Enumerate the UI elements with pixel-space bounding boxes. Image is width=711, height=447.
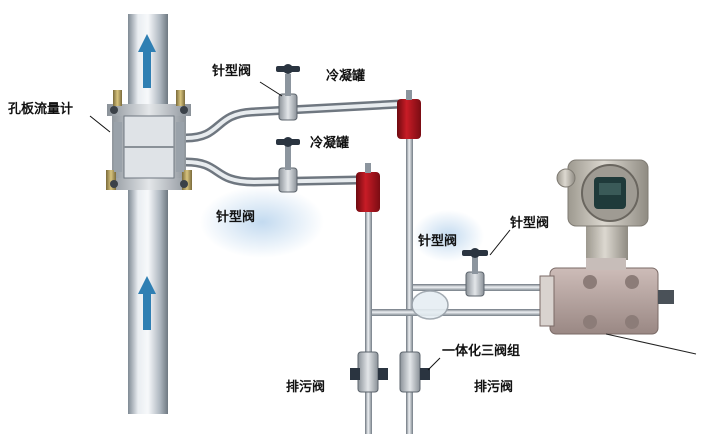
haze-right [412, 210, 484, 262]
impulse-tube-right [406, 139, 413, 434]
label-three-valve-manifold: 一体化三阀组 [442, 344, 521, 359]
label-condenser-upper: 冷凝罐 [326, 69, 366, 84]
label-orifice-flowmeter: 孔板流量计 [8, 102, 74, 117]
sight-glass [411, 290, 449, 320]
label-needle-valve-upper: 针型阀 [212, 64, 252, 79]
needle-valve-middle [465, 256, 485, 297]
needle-valve-lower [278, 146, 298, 193]
impulse-line-low [372, 309, 550, 316]
label-condenser-lower: 冷凝罐 [310, 136, 350, 151]
label-needle-valve-right: 针型阀 [510, 216, 550, 231]
manifold-base-line [605, 333, 697, 355]
pressure-transmitter [556, 159, 649, 260]
haze-left [200, 186, 324, 258]
label-needle-valve-middle: 针型阀 [418, 234, 458, 249]
drain-valve-right [399, 351, 430, 393]
valve-handwheel-icon [276, 64, 300, 74]
label-needle-valve-left: 针型阀 [216, 210, 256, 225]
valve-handwheel-icon [276, 137, 300, 147]
condenser-lower-cap [365, 163, 371, 173]
leader-needle-valve-right [489, 229, 511, 256]
three-valve-manifold [539, 258, 674, 335]
orifice-flowmeter [106, 90, 192, 190]
leader-manifold [427, 357, 441, 371]
condenser-lower [356, 172, 380, 212]
flow-arrow-icon [138, 276, 156, 330]
leader-needle-valve-upper [259, 81, 283, 97]
flow-arrow-icon [138, 34, 156, 88]
valve-handwheel-icon [462, 248, 488, 258]
condenser-upper [397, 99, 421, 139]
drain-valve-left [350, 351, 388, 393]
condenser-upper-cap [406, 90, 412, 100]
label-drain-valve-left: 排污阀 [286, 380, 326, 395]
label-drain-valve-right: 排污阀 [474, 380, 514, 395]
impulse-tube-left [365, 212, 372, 434]
needle-valve-upper [278, 74, 298, 121]
leader-orifice [89, 115, 111, 133]
